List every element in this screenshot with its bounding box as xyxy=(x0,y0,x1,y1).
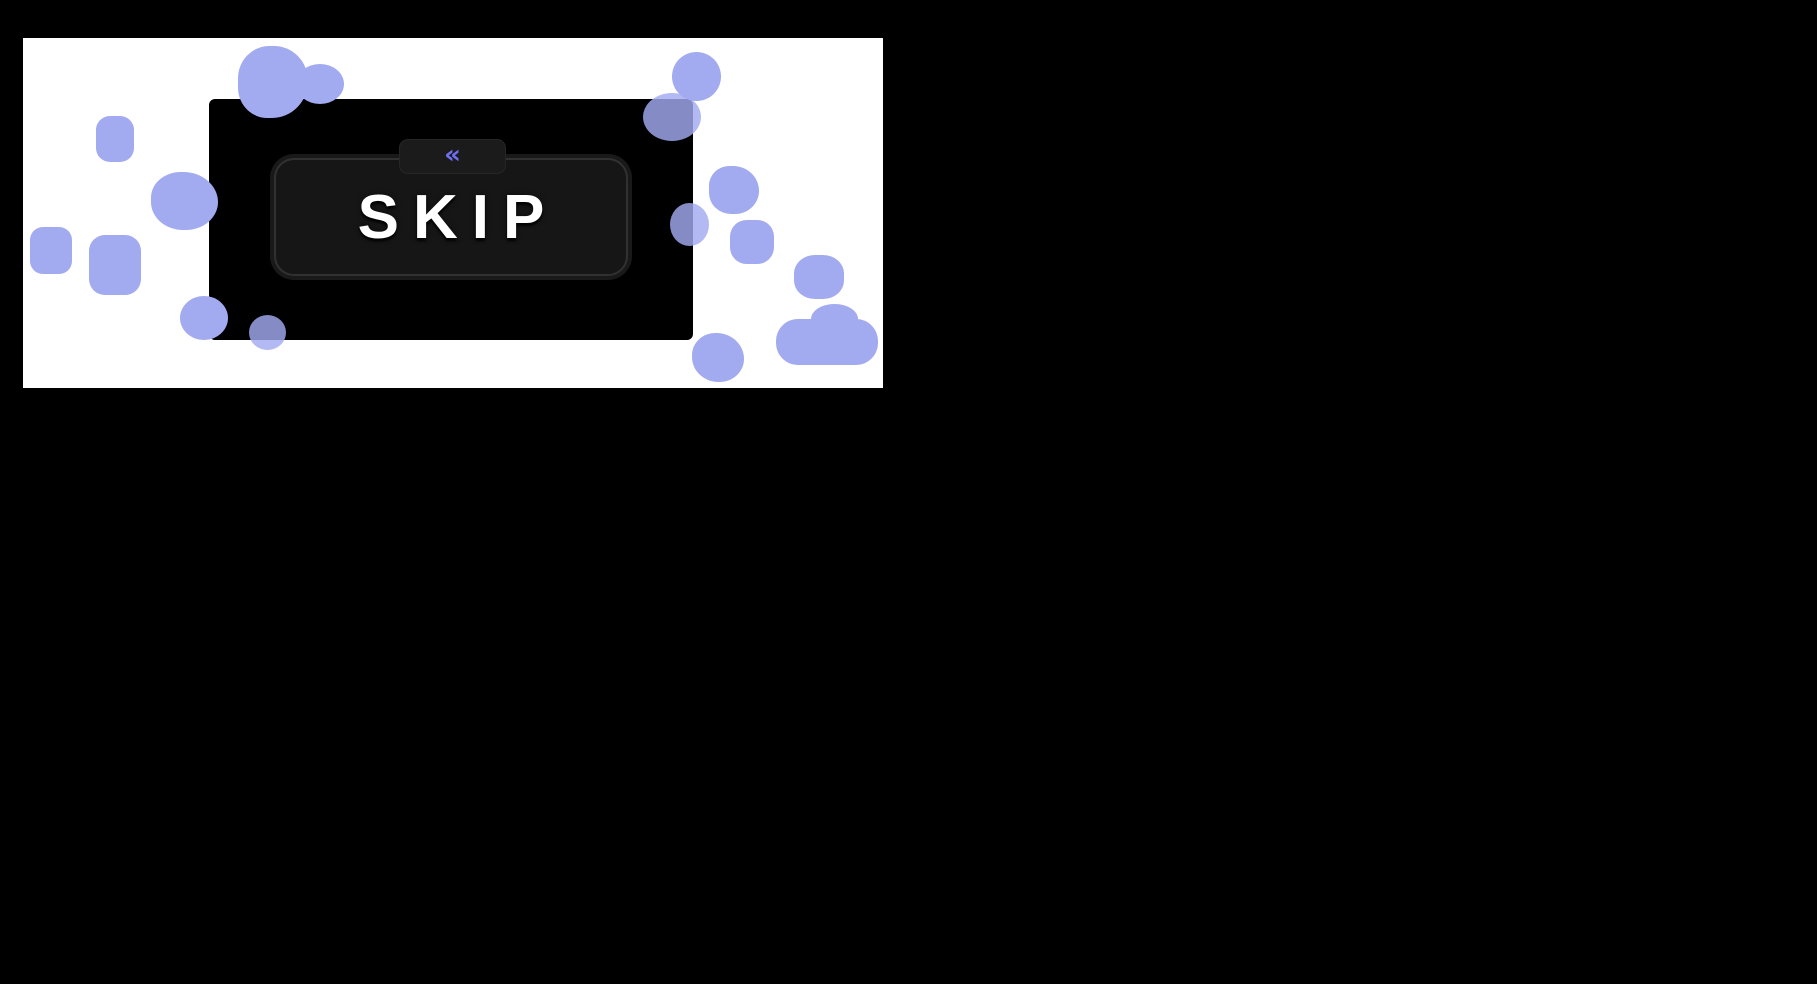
paint-blob xyxy=(151,172,218,230)
paint-blob xyxy=(89,235,141,295)
paint-blob xyxy=(794,255,844,299)
paint-blob xyxy=(30,227,72,274)
collapse-chevron-icon: « xyxy=(444,139,461,170)
paint-blob xyxy=(643,93,701,141)
paint-blob xyxy=(180,296,228,340)
paint-blob xyxy=(670,203,709,246)
paint-blob xyxy=(730,220,774,264)
paint-blob xyxy=(96,116,134,162)
game-panel: SKIP « xyxy=(23,38,883,388)
skip-button[interactable]: SKIP xyxy=(274,158,628,276)
paint-blob xyxy=(296,64,344,104)
paint-blob xyxy=(709,166,759,214)
collapse-tab[interactable]: « xyxy=(399,139,506,174)
paint-blob xyxy=(692,333,744,382)
paint-blob xyxy=(776,319,878,365)
paint-blob xyxy=(672,52,721,101)
paint-blob xyxy=(249,315,286,350)
skip-button-label: SKIP xyxy=(357,182,559,252)
